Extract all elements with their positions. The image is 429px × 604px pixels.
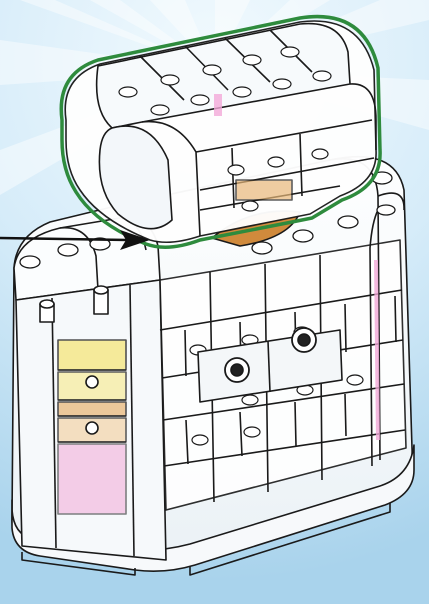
- perfume-bottle-drawing: [0, 0, 429, 604]
- build-step-illustration: [0, 0, 429, 604]
